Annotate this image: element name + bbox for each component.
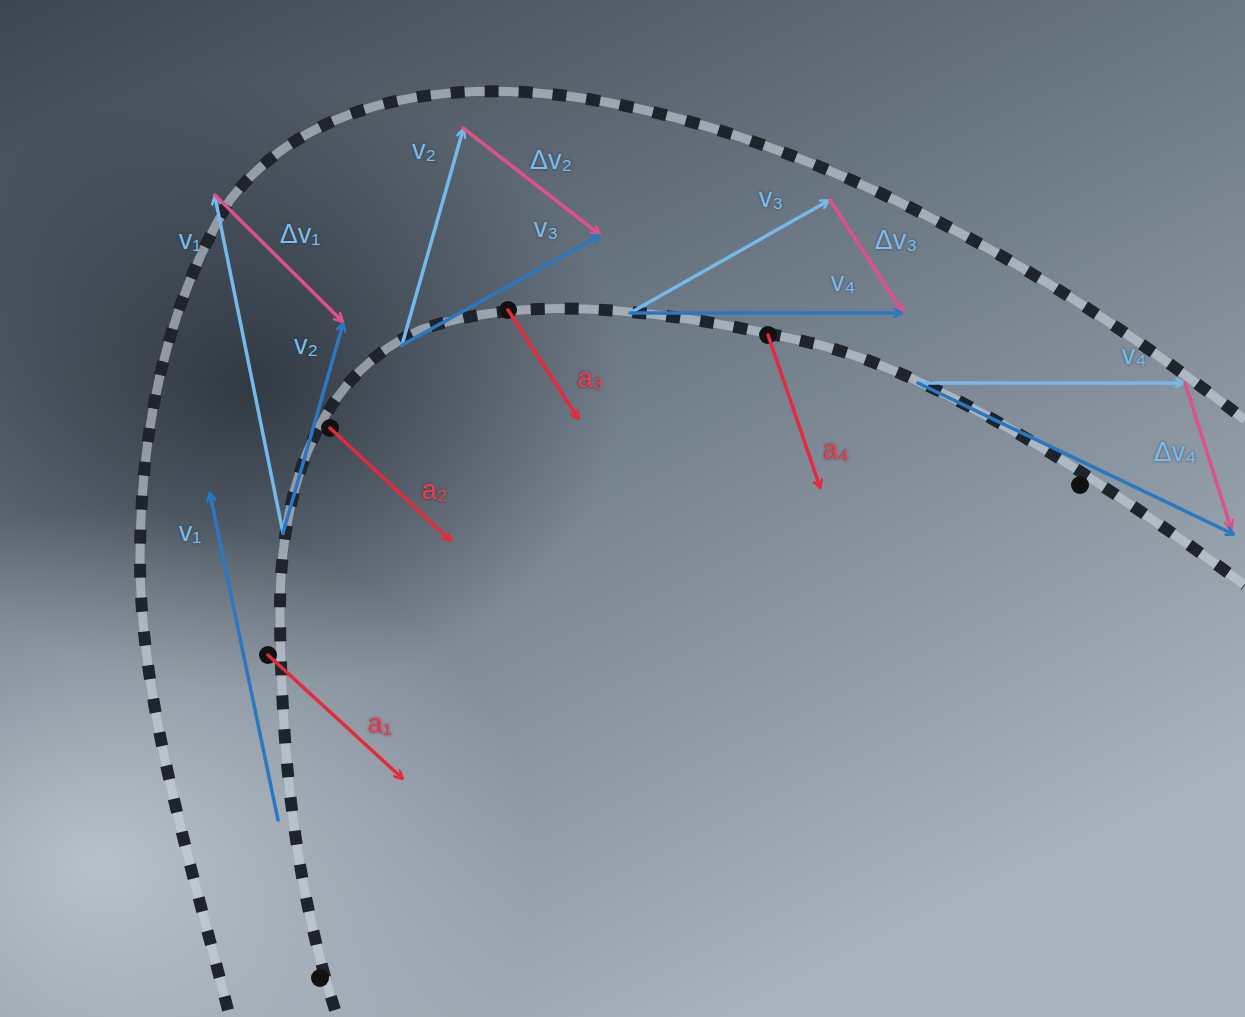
acceleration-label: a₄ [823,437,849,464]
acceleration-label: a₂ [421,477,447,504]
velocity-label: v₃ [759,185,784,212]
velocity-label: v₃ [534,215,559,242]
velocity-label: Δv₂ [530,147,572,174]
acceleration-label: a₁ [368,711,392,738]
velocity-label: v₁ [179,519,202,546]
velocity-label: v₄ [831,269,856,296]
velocity-label: v₂ [294,332,318,359]
velocity-label: Δv₃ [875,227,918,254]
velocity-label: v₂ [412,137,436,164]
velocity-label: v₄ [1122,342,1147,369]
velocity-label: v₁ [179,227,202,254]
velocity-label: Δv₁ [280,221,321,248]
acceleration-label: a₃ [577,365,603,392]
velocity-label: Δv₄ [1154,439,1197,466]
